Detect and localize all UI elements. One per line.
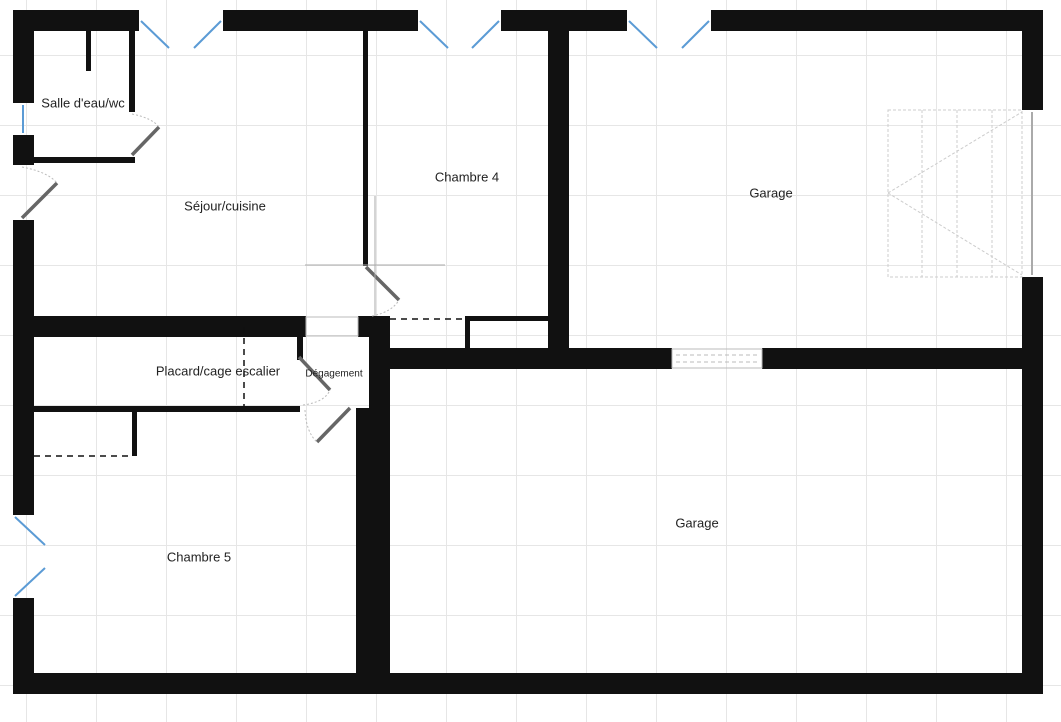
wall [13, 220, 34, 515]
wall [297, 327, 303, 360]
door-entrance[interactable] [20, 181, 59, 220]
windows[interactable] [14, 20, 710, 597]
wall [13, 598, 34, 694]
wall [762, 348, 1043, 369]
room-label-garage-2: Garage [675, 515, 719, 531]
wall [465, 318, 470, 358]
window-sash[interactable] [193, 20, 222, 49]
walls [13, 10, 1043, 694]
wall [1022, 277, 1043, 694]
window-sash[interactable] [14, 567, 46, 597]
room-label-chambre5: Chambre 5 [166, 549, 232, 565]
garage-door[interactable] [887, 109, 1023, 278]
wall [86, 20, 91, 71]
room-label-degagement: Dégagement [305, 368, 363, 380]
window-sash[interactable] [471, 20, 500, 49]
wall [13, 673, 1043, 694]
wall [1022, 10, 1043, 110]
door-placard[interactable] [297, 355, 332, 392]
door-swings [21, 113, 400, 443]
wall [34, 157, 135, 163]
window-sash[interactable] [628, 20, 658, 49]
wall [223, 10, 418, 31]
wall [13, 135, 34, 165]
guide-lines [305, 196, 445, 316]
wall [465, 316, 548, 321]
door-chambre5[interactable] [315, 406, 352, 444]
doors[interactable] [20, 125, 401, 444]
room-label-chambre4: Chambre 4 [434, 169, 500, 185]
wall [356, 408, 390, 694]
room-label-garage-1: Garage [749, 185, 793, 201]
window-sash[interactable] [419, 20, 449, 49]
room-label-salle-eau: Salle d'eau/wc [41, 95, 125, 111]
window-sash[interactable] [14, 516, 46, 546]
wall [132, 412, 137, 456]
wall [34, 406, 300, 412]
wall [13, 10, 34, 103]
room-label-placard: Placard/cage escalier [155, 363, 281, 379]
wall [369, 348, 672, 369]
wall [129, 10, 135, 112]
openings [305, 316, 763, 369]
door-salle-eau[interactable] [130, 125, 161, 157]
wall [501, 10, 627, 31]
wall [711, 10, 1043, 31]
room-label-sejour: Séjour/cuisine [184, 198, 266, 214]
window-sash[interactable] [681, 20, 710, 49]
wall [548, 31, 569, 369]
window-sash[interactable] [140, 20, 170, 49]
wall [34, 316, 306, 337]
door-chambre4[interactable] [364, 265, 401, 302]
wall [363, 31, 368, 266]
wall [13, 10, 139, 31]
dashed-lines [34, 318, 465, 457]
